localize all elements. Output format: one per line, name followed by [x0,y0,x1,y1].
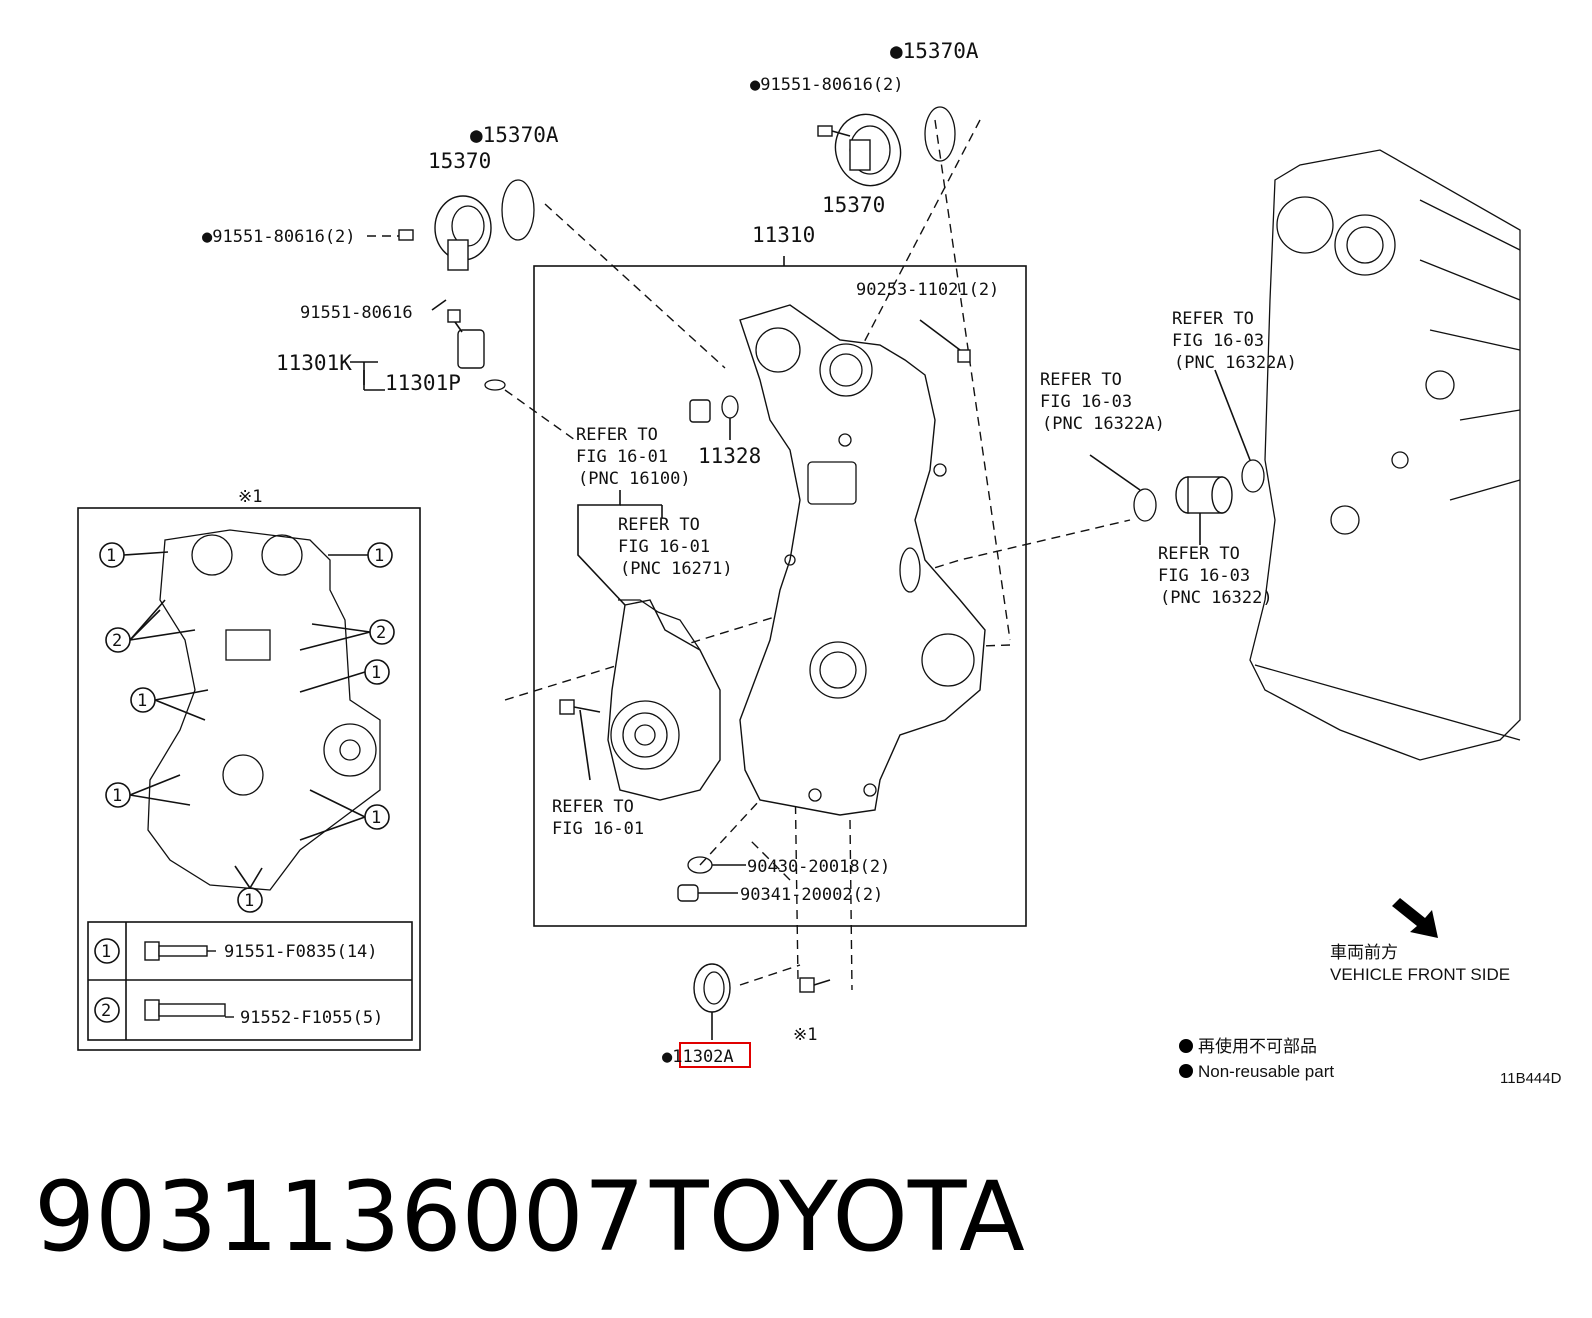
inset-x1: ※1 1 1 2 2 1 1 1 [77,487,421,1051]
svg-text:1: 1 [374,546,384,566]
label-91551-2-left: ●91551-80616(2) [202,227,356,247]
water-pump [559,599,721,801]
svg-text:1: 1 [101,942,111,962]
svg-text:1: 1 [137,691,147,711]
refer-line: FIG 16-03 [1040,392,1132,412]
label-11302A: ●11302A [662,1047,734,1067]
bolt-90253 [957,349,971,363]
label-91551-2-top: ●91551-80616(2) [750,75,904,95]
refer-line: FIG 16-01 [552,819,644,839]
label-90253: 90253-11021(2) [856,280,999,300]
refer-line: FIG 16-03 [1158,566,1250,586]
label-15370A-top: ●15370A [890,39,979,63]
label-x1-bottom: ※1 [793,1025,817,1045]
legend-part-2: 91552-F1055(5) [240,1008,383,1028]
svg-text:1: 1 [371,808,381,828]
cam-sensor-left [367,195,492,271]
label-11302A-highlight[interactable]: ●11302A [662,1042,751,1068]
svg-text:2: 2 [376,623,386,643]
non-reusable-jp: 再使用不可部品 [1198,1036,1317,1056]
refer-line: (PNC 16271) [620,559,733,579]
engine-block [1249,149,1521,761]
front-side-jp: 車両前方 [1330,943,1398,962]
refer-line: (PNC 16322A) [1042,414,1165,434]
label-15370A-left: ●15370A [470,123,559,147]
svg-text:2: 2 [112,631,122,651]
refer-16322: REFER TO FIG 16-03 (PNC 16322) [1158,544,1273,608]
inset-markers: 1 1 2 2 1 1 1 1 1 [99,542,395,913]
front-arrow-icon [1392,898,1438,938]
svg-text:1: 1 [106,546,116,566]
refer-line: REFER TO [552,797,634,817]
diagram-id: 11B444D [1500,1070,1562,1087]
svg-text:1: 1 [371,663,381,683]
o-ring-right-a [1133,488,1157,522]
plug-90341 [677,884,699,902]
refer-line: (PNC 16322) [1160,588,1273,608]
refer-line: FIG 16-03 [1172,331,1264,351]
label-15370-right: 15370 [822,193,885,217]
label-91551: 91551-80616 [300,303,413,323]
refer-16100: REFER TO FIG 16-01 (PNC 16100) [576,425,691,606]
svg-text:2: 2 [101,1001,111,1021]
refer-16322A-a: REFER TO FIG 16-03 (PNC 16322A) [1040,370,1165,434]
refer-line: FIG 16-01 [618,537,710,557]
non-reusable-legend: 再使用不可部品 Non-reusable part [1179,1036,1334,1081]
refer-16271: REFER TO FIG 16-01 (PNC 16271) [618,515,733,579]
inset-title: ※1 [238,487,262,507]
non-reusable-en: Non-reusable part [1198,1062,1334,1081]
svg-text:1: 1 [244,891,254,911]
label-11301K: 11301K [276,351,352,375]
o-ring-left [501,179,535,241]
timing-cover-box [533,265,1027,927]
brand-name: TOYOTA [649,1161,1025,1273]
refer-line: FIG 16-01 [576,447,668,467]
label-15370-left: 15370 [428,149,491,173]
label-11310: 11310 [752,223,815,247]
plug-11328 [689,395,739,440]
refer-16322A-b: REFER TO FIG 16-03 (PNC 16322A) [1172,309,1297,373]
callout-labels: ●15370A ●91551-80616(2) 15370 ●15370A 15… [202,39,999,1045]
label-11301P: 11301P [385,371,461,395]
front-side-en: VEHICLE FRONT SIDE [1330,965,1510,984]
crank-sensor [447,309,506,391]
refer-line: REFER TO [1158,544,1240,564]
bolt-x1 [799,977,815,993]
cam-sensor-right [817,113,902,187]
refer-line: REFER TO [1172,309,1254,329]
inset-legend: 1 91551-F0835(14) 2 91552-F1055(5) [87,921,413,1041]
refer-line: (PNC 16322A) [1174,353,1297,373]
part-number: 9031136007 [34,1161,645,1273]
legend-part-1: 91551-F0835(14) [224,942,378,962]
svg-text:1: 1 [112,786,122,806]
refer-line: REFER TO [576,425,658,445]
refer-line: (PNC 16100) [578,469,691,489]
o-ring-top [924,106,956,162]
label-90341: 90341-20002(2) [740,885,883,905]
timing-chain-cover [739,304,986,816]
refer-line: REFER TO [1040,370,1122,390]
water-pipe-16322 [1175,476,1233,545]
oil-seal-11302A [693,963,731,1040]
refer-1601: REFER TO FIG 16-01 [552,797,644,839]
label-11328: 11328 [698,444,761,468]
refer-line: REFER TO [618,515,700,535]
o-ring-right-b [1241,459,1265,493]
label-90430: 90430-20018(2) [747,857,890,877]
